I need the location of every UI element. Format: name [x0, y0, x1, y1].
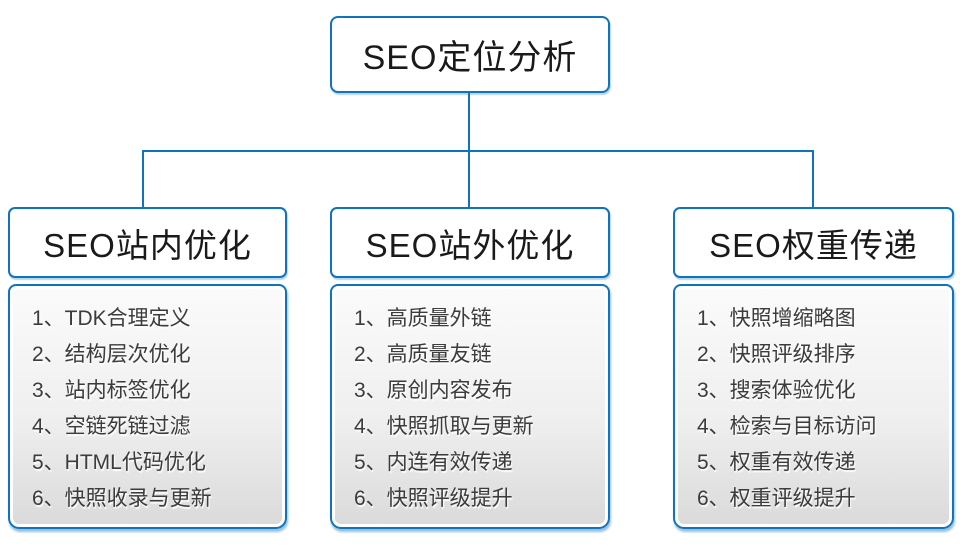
root-node-title: SEO定位分析	[362, 39, 578, 77]
list-item: 1、TDK合理定义	[32, 307, 191, 330]
branch-header-offsite: SEO站外优化	[330, 207, 610, 278]
list-item: 4、检索与目标访问	[697, 415, 877, 438]
list-item: 3、站内标签优化	[32, 379, 191, 402]
branch-title-onsite: SEO站内优化	[43, 226, 252, 264]
list-item: 2、结构层次优化	[32, 343, 191, 366]
branch-header-onsite: SEO站内优化	[8, 207, 287, 278]
connector-drop-right	[812, 150, 814, 207]
list-item: 4、空链死链过滤	[32, 415, 191, 438]
list-item: 4、快照抓取与更新	[354, 415, 534, 438]
branch-list-onsite: 1、TDK合理定义 2、结构层次优化 3、站内标签优化 4、空链死链过滤 5、H…	[8, 284, 287, 529]
list-item: 2、高质量友链	[354, 343, 492, 366]
list-item: 5、权重有效传递	[697, 451, 856, 474]
connector-horizontal	[142, 150, 814, 152]
list-item: 5、内连有效传递	[354, 451, 513, 474]
list-item: 6、快照收录与更新	[32, 487, 212, 510]
root-node-seo-positioning: SEO定位分析	[330, 16, 610, 93]
list-item: 1、快照增缩略图	[697, 307, 856, 330]
list-item: 1、高质量外链	[354, 307, 492, 330]
branch-list-weight: 1、快照增缩略图 2、快照评级排序 3、搜索体验优化 4、检索与目标访问 5、权…	[673, 284, 954, 529]
branch-title-weight: SEO权重传递	[709, 226, 918, 264]
list-item: 6、快照评级提升	[354, 487, 513, 510]
list-item: 3、原创内容发布	[354, 379, 513, 402]
branch-list-offsite: 1、高质量外链 2、高质量友链 3、原创内容发布 4、快照抓取与更新 5、内连有…	[330, 284, 610, 529]
connector-drop-center	[468, 150, 470, 207]
branch-title-offsite: SEO站外优化	[365, 226, 575, 264]
list-item: 2、快照评级排序	[697, 343, 856, 366]
connector-drop-left	[142, 150, 144, 207]
list-item: 3、搜索体验优化	[697, 379, 856, 402]
list-item: 5、HTML代码优化	[32, 451, 206, 474]
connector-root-stem	[468, 93, 470, 151]
list-item: 6、权重评级提升	[697, 487, 856, 510]
branch-header-weight: SEO权重传递	[673, 207, 954, 278]
